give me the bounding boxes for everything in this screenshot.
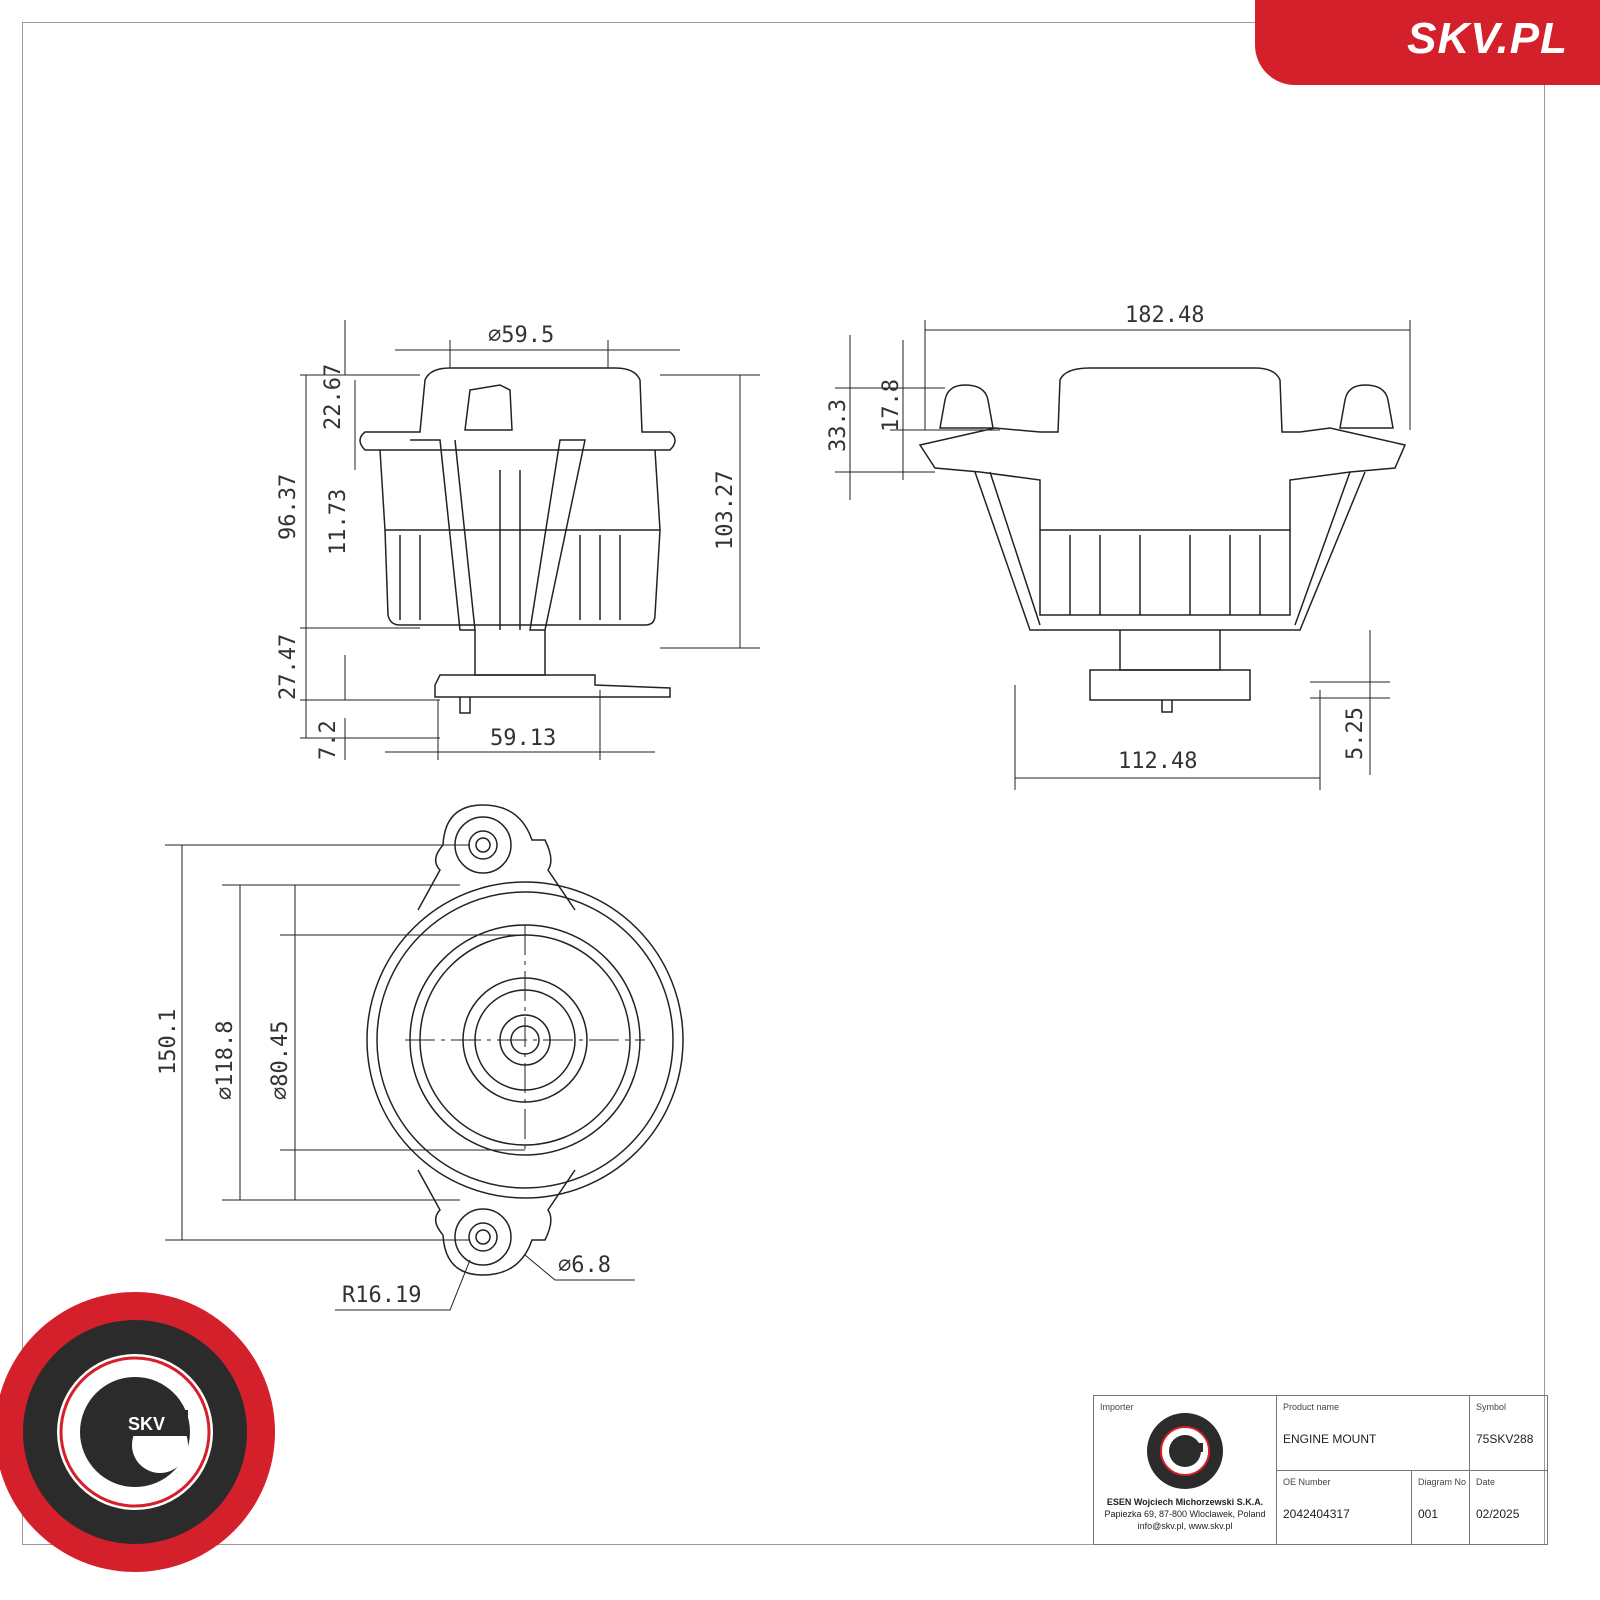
dim-22-67: 22.67 [321,364,346,430]
dim-5-25: 5.25 [1343,707,1368,760]
dim-hole-diameter: ⌀6.8 [558,1253,611,1278]
importer-address: Papiezka 69, 87-800 Wloclawek, Poland [1104,1509,1266,1519]
dimension-labels-left: ⌀59.5 22.67 96.37 11.73 103.27 27.47 7.2… [276,323,738,760]
dimension-lines-top [165,844,635,1311]
dim-17-8: 17.8 [879,379,904,432]
dim-27-47: 27.47 [276,634,301,700]
symbol: 75SKV288 [1476,1432,1534,1446]
dim-103-27: 103.27 [713,471,738,550]
dim-33-3: 33.3 [826,399,851,452]
side-view-right [918,367,1407,713]
date-cell: Date 02/2025 [1469,1471,1547,1544]
dim-dia-118-8: ⌀118.8 [213,1021,238,1100]
product-name-cell: Product name ENGINE MOUNT [1276,1396,1469,1471]
importer-address-block: ESEN Wojciech Michorzewski S.K.A. Papiez… [1094,1496,1276,1532]
product-name-label: Product name [1283,1402,1340,1412]
diagram-no-cell: Diagram No 001 [1411,1471,1469,1544]
date: 02/2025 [1476,1507,1520,1521]
diagram-no: 001 [1418,1507,1439,1521]
side-view-left [359,367,676,714]
importer-contact: info@skv.pl, www.skv.pl [1137,1521,1233,1531]
dim-radius: R16.19 [342,1283,421,1308]
skv-seal-logo: SKV [0,1292,275,1572]
title-block: Importer ESEN Wojciech Michorzewski S.K.… [1093,1395,1548,1545]
symbol-label: Symbol [1476,1402,1507,1412]
importer-cell: Importer ESEN Wojciech Michorzewski S.K.… [1094,1396,1276,1544]
dim-11-73: 11.73 [326,489,351,555]
importer-label: Importer [1100,1402,1134,1412]
brand-banner: SKV.PL [1255,0,1600,85]
dim-112-48: 112.48 [1118,749,1197,774]
top-view [366,804,684,1276]
brand-logo-text: SKV.PL [1407,14,1568,63]
dim-96-37: 96.37 [276,474,301,540]
dim-59-13: 59.13 [490,726,556,751]
dim-top-diameter: ⌀59.5 [488,323,554,348]
svg-text:SKV: SKV [128,1414,165,1434]
dimension-labels-right: 182.48 33.3 17.8 112.48 5.25 [826,303,1368,774]
diagram-no-label: Diagram No [1418,1477,1467,1487]
dimension-labels-top: 150.1 ⌀118.8 ⌀80.45 ⌀6.8 R16.19 [156,1009,611,1308]
importer-seal-logo [1147,1413,1223,1489]
importer-name: ESEN Wojciech Michorzewski S.K.A. [1106,1497,1264,1507]
dimension-lines-right [835,320,1411,790]
dimension-lines-left [300,320,760,760]
oe-number: 2042404317 [1283,1507,1350,1521]
dim-7-2: 7.2 [316,720,341,760]
symbol-cell: Symbol 75SKV288 [1469,1396,1547,1471]
product-name: ENGINE MOUNT [1283,1432,1377,1446]
dim-dia-80-45: ⌀80.45 [268,1021,293,1100]
dim-150-1: 150.1 [156,1009,181,1075]
date-label: Date [1476,1477,1496,1487]
oe-number-cell: OE Number 2042404317 [1276,1471,1411,1544]
dim-182-48: 182.48 [1125,303,1204,328]
drawing-frame [22,22,1545,1545]
oe-number-label: OE Number [1283,1477,1331,1487]
